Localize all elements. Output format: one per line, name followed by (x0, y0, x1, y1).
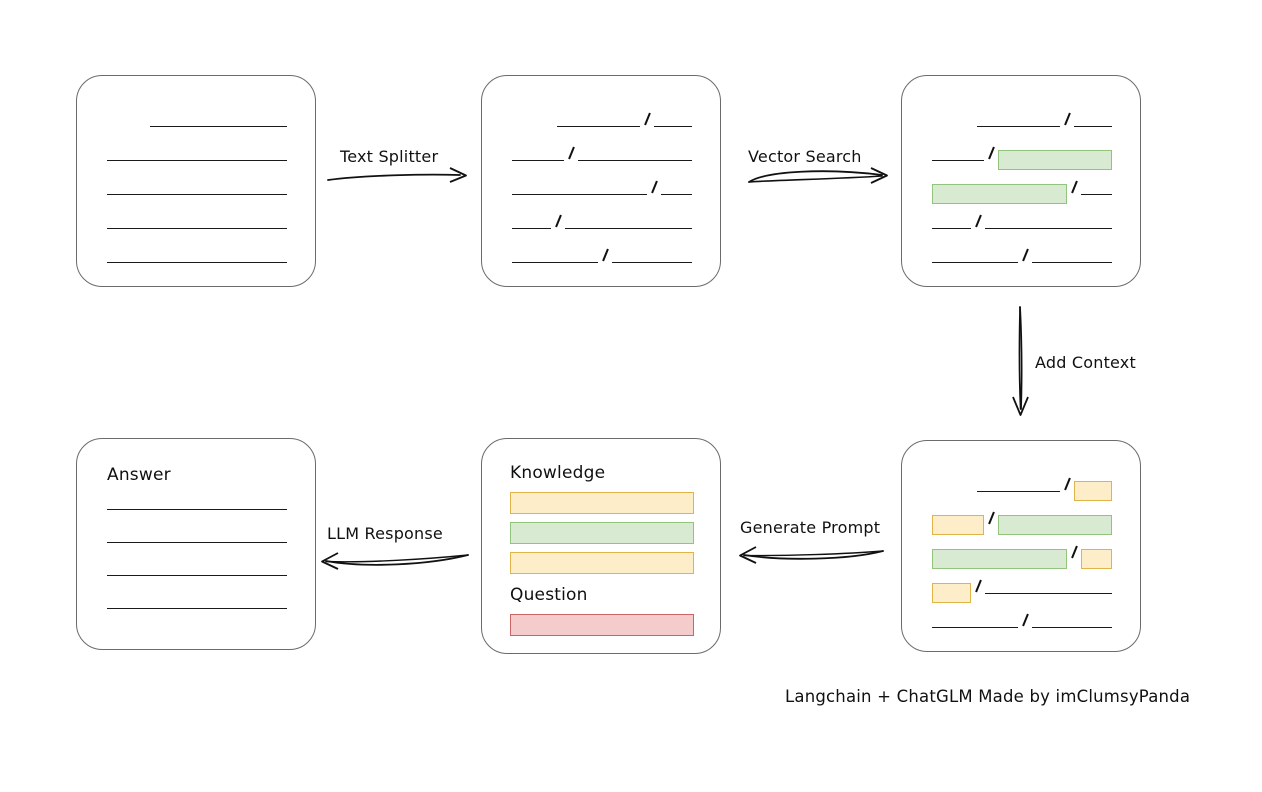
text-line-left (512, 194, 647, 195)
text-line-right (985, 593, 1112, 594)
text-line (107, 509, 287, 510)
knowledge-bar-green (510, 522, 694, 544)
text-line-left (932, 228, 972, 229)
text-line (107, 194, 287, 195)
text-line-left (557, 126, 640, 127)
split-chunks-lines (482, 76, 720, 286)
text-line-left (512, 160, 564, 161)
slash-separator-icon (987, 511, 995, 525)
slash-separator-icon (1064, 112, 1071, 126)
question-heading: Question (510, 585, 588, 605)
slash-separator-icon (1071, 180, 1078, 194)
vector-matched-lines (902, 76, 1140, 286)
text-line (107, 542, 287, 543)
slash-separator-icon (975, 579, 983, 593)
slash-separator-icon (1071, 545, 1078, 559)
source-document-card (76, 75, 316, 287)
text-line (107, 575, 287, 576)
text-line-right (1080, 194, 1112, 195)
text-line-left (932, 160, 984, 161)
vector-matched-card (901, 75, 1141, 287)
answer-card: Answer (76, 438, 316, 650)
arrow-label-generate-prompt: Generate Prompt (740, 518, 881, 537)
text-line (107, 228, 287, 229)
slash-separator-icon (987, 146, 995, 160)
question-bar-red (510, 614, 694, 636)
arrow-label-vector-search: Vector Search (748, 147, 862, 166)
diagram-caption: Langchain + ChatGLM Made by imClumsyPand… (785, 687, 1191, 706)
text-line-right (1073, 126, 1112, 127)
text-line (107, 160, 287, 161)
highlight-chip-yellow (932, 583, 972, 603)
highlight-chip-yellow (1080, 549, 1112, 569)
arrow-generate-prompt (739, 546, 884, 564)
highlight-chip-green (932, 549, 1067, 569)
slash-separator-icon (975, 214, 983, 228)
slash-separator-icon (555, 214, 563, 228)
text-line (150, 126, 287, 127)
prompt-card-body: Knowledge Question (482, 439, 720, 653)
source-document-lines (77, 76, 315, 286)
context-added-lines (902, 441, 1140, 651)
slash-separator-icon (1021, 613, 1029, 627)
slash-separator-icon (644, 112, 651, 126)
arrow-add-context (1012, 306, 1029, 416)
highlight-chip-green (997, 150, 1112, 170)
arrow-vector-search (748, 167, 888, 184)
highlight-chip-yellow (932, 515, 984, 535)
highlight-chip-green (997, 515, 1112, 535)
text-line-right (611, 262, 692, 263)
highlight-chip-yellow (1073, 481, 1112, 501)
text-line-left (932, 627, 1018, 628)
text-line-left (932, 262, 1018, 263)
slash-separator-icon (1064, 477, 1071, 491)
slash-separator-icon (1021, 248, 1029, 262)
text-line-left (977, 491, 1060, 492)
text-line-right (1031, 262, 1112, 263)
prompt-card: Knowledge Question (481, 438, 721, 654)
knowledge-bar-yellow (510, 492, 694, 514)
slash-separator-icon (651, 180, 658, 194)
text-line-right (565, 228, 692, 229)
text-line (107, 262, 287, 263)
arrow-text-splitter (327, 167, 467, 183)
arrow-llm-response (321, 552, 469, 570)
answer-card-body: Answer (77, 439, 315, 649)
context-added-card (901, 440, 1141, 652)
text-line-right (653, 126, 692, 127)
text-line-right (985, 228, 1112, 229)
arrow-label-llm-response: LLM Response (327, 524, 443, 543)
highlight-chip-green (932, 184, 1067, 204)
text-line-right (577, 160, 692, 161)
split-chunks-card (481, 75, 721, 287)
arrow-label-add-context: Add Context (1035, 353, 1136, 372)
arrow-label-text-splitter: Text Splitter (340, 147, 439, 166)
text-line-right (1031, 627, 1112, 628)
knowledge-bar-yellow (510, 552, 694, 574)
text-line-left (512, 262, 598, 263)
text-line-right (660, 194, 692, 195)
text-line-left (512, 228, 552, 229)
text-line-left (977, 126, 1060, 127)
slash-separator-icon (567, 146, 575, 160)
slash-separator-icon (601, 248, 609, 262)
knowledge-heading: Knowledge (510, 463, 606, 483)
answer-heading: Answer (107, 465, 171, 485)
text-line (107, 608, 287, 609)
